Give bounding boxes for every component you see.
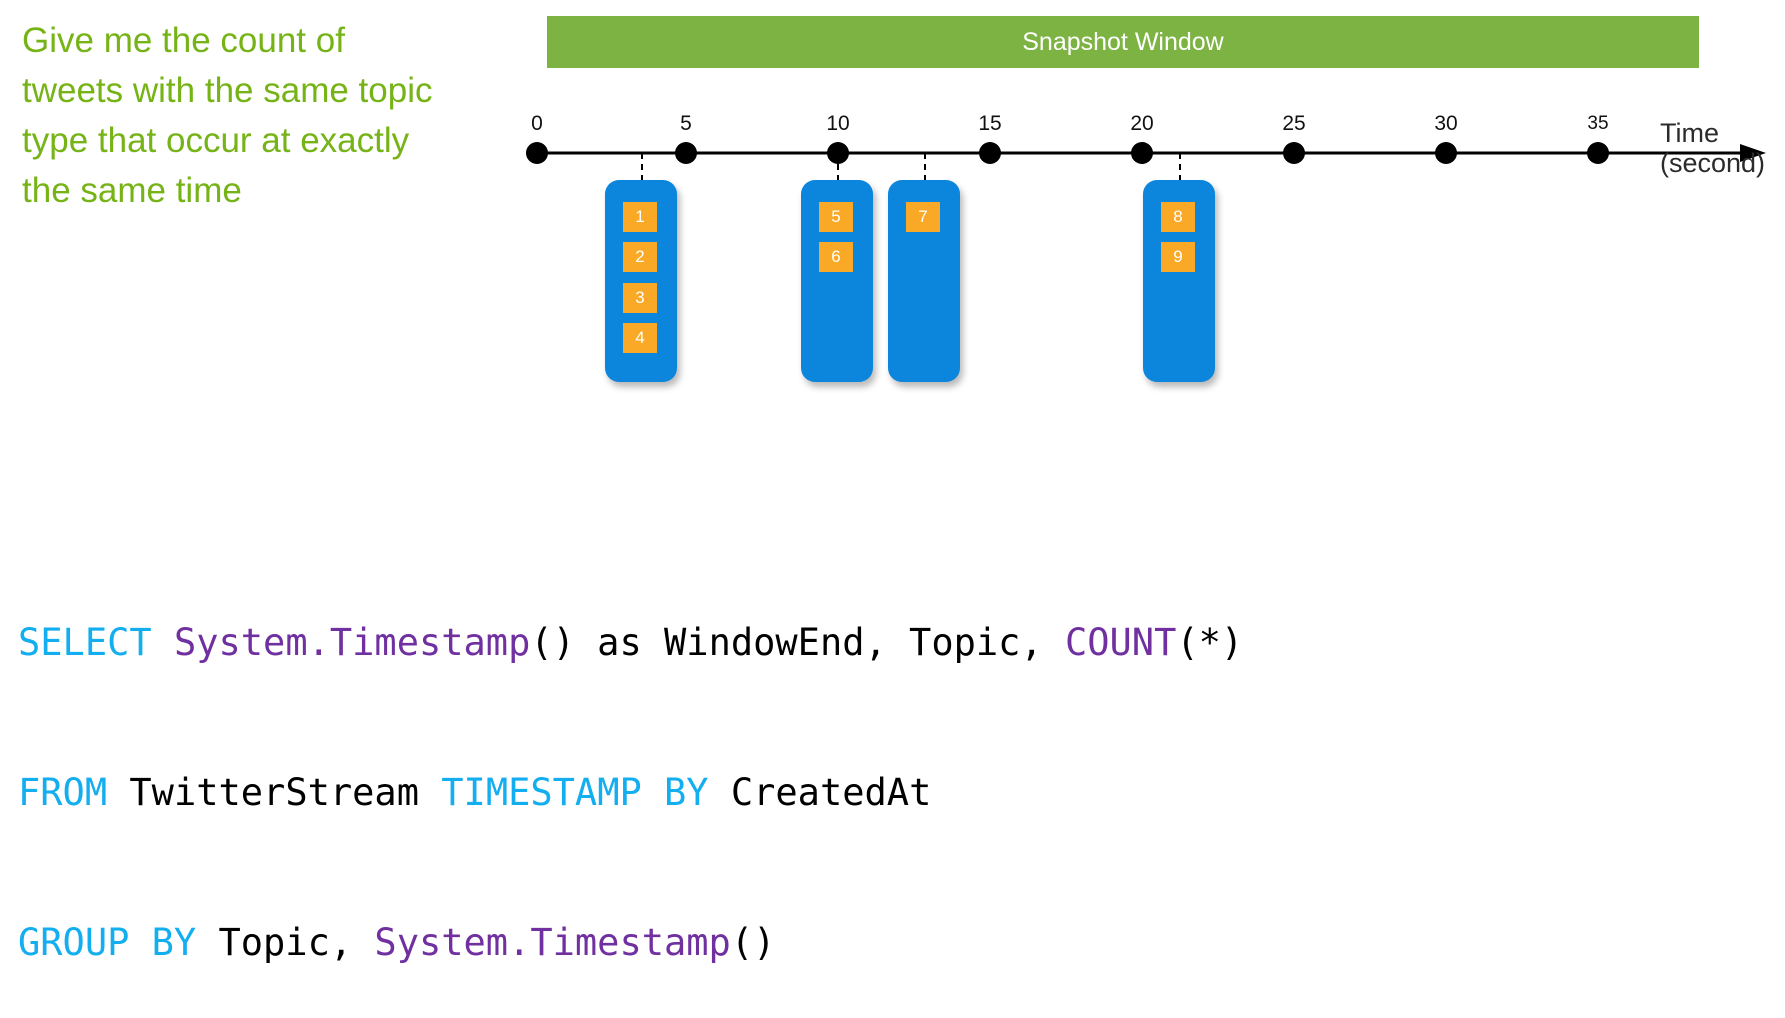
tick-label-5: 5 (680, 112, 692, 135)
event-chip: 9 (1161, 242, 1195, 272)
event-group-box: 7 (888, 180, 960, 382)
event-chip: 4 (623, 323, 657, 353)
axis-caption-time: Time (1660, 118, 1719, 148)
tick-label-30: 30 (1434, 112, 1458, 135)
axis-caption: Time (second) (1660, 118, 1765, 178)
sql-line-2: FROM TwitterStream TIMESTAMP BY CreatedA… (18, 768, 1243, 818)
tick-label-35: 35 (1587, 113, 1609, 134)
sql-token: FROM (18, 771, 130, 814)
event-chip: 8 (1161, 202, 1195, 232)
event-chip: 2 (623, 242, 657, 272)
sql-token: GROUP BY (18, 921, 219, 964)
sql-token: () (730, 921, 776, 964)
sql-token: () as WindowEnd, Topic, (530, 621, 1065, 664)
axis-dot (1587, 142, 1609, 164)
sql-query-block: SELECT System.Timestamp() as WindowEnd, … (18, 518, 1243, 1018)
sql-token: (*) (1176, 621, 1244, 664)
tick-label-20: 20 (1130, 112, 1154, 135)
axis-dot (675, 142, 697, 164)
axis-dot (1131, 142, 1153, 164)
sql-token: TIMESTAMP BY (441, 771, 731, 814)
snapshot-window-label: Snapshot Window (1022, 27, 1224, 56)
sql-token: COUNT (1064, 621, 1177, 664)
axis-dot (526, 142, 548, 164)
event-chip: 3 (623, 283, 657, 313)
event-group-box: 1 2 3 4 (605, 180, 677, 382)
tick-label-25: 25 (1282, 112, 1306, 135)
event-chip: 1 (623, 202, 657, 232)
sql-line-3: GROUP BY Topic, System.Timestamp() (18, 918, 1243, 968)
sql-token: TwitterStream (129, 771, 442, 814)
sql-token: System.Timestamp (173, 621, 531, 664)
sql-line-1: SELECT System.Timestamp() as WindowEnd, … (18, 618, 1243, 668)
snapshot-window-banner: Snapshot Window (547, 16, 1699, 68)
event-chip: 7 (906, 202, 940, 232)
tick-label-10: 10 (826, 112, 850, 135)
axis-dot (979, 142, 1001, 164)
sql-token: CreatedAt (730, 771, 932, 814)
event-chip: 6 (819, 242, 853, 272)
axis-caption-second: (second) (1660, 148, 1766, 178)
event-chip: 5 (819, 202, 853, 232)
question-caption: Give me the count of tweets with the sam… (22, 21, 443, 210)
sql-token: Topic, (218, 921, 375, 964)
axis-dot (1283, 142, 1305, 164)
tick-label-15: 15 (978, 112, 1002, 135)
sql-token: System.Timestamp (374, 921, 731, 964)
axis-dot (827, 142, 849, 164)
tick-label-0: 0 (531, 112, 543, 135)
sql-token: SELECT (18, 621, 174, 664)
axis-dot (1435, 142, 1457, 164)
